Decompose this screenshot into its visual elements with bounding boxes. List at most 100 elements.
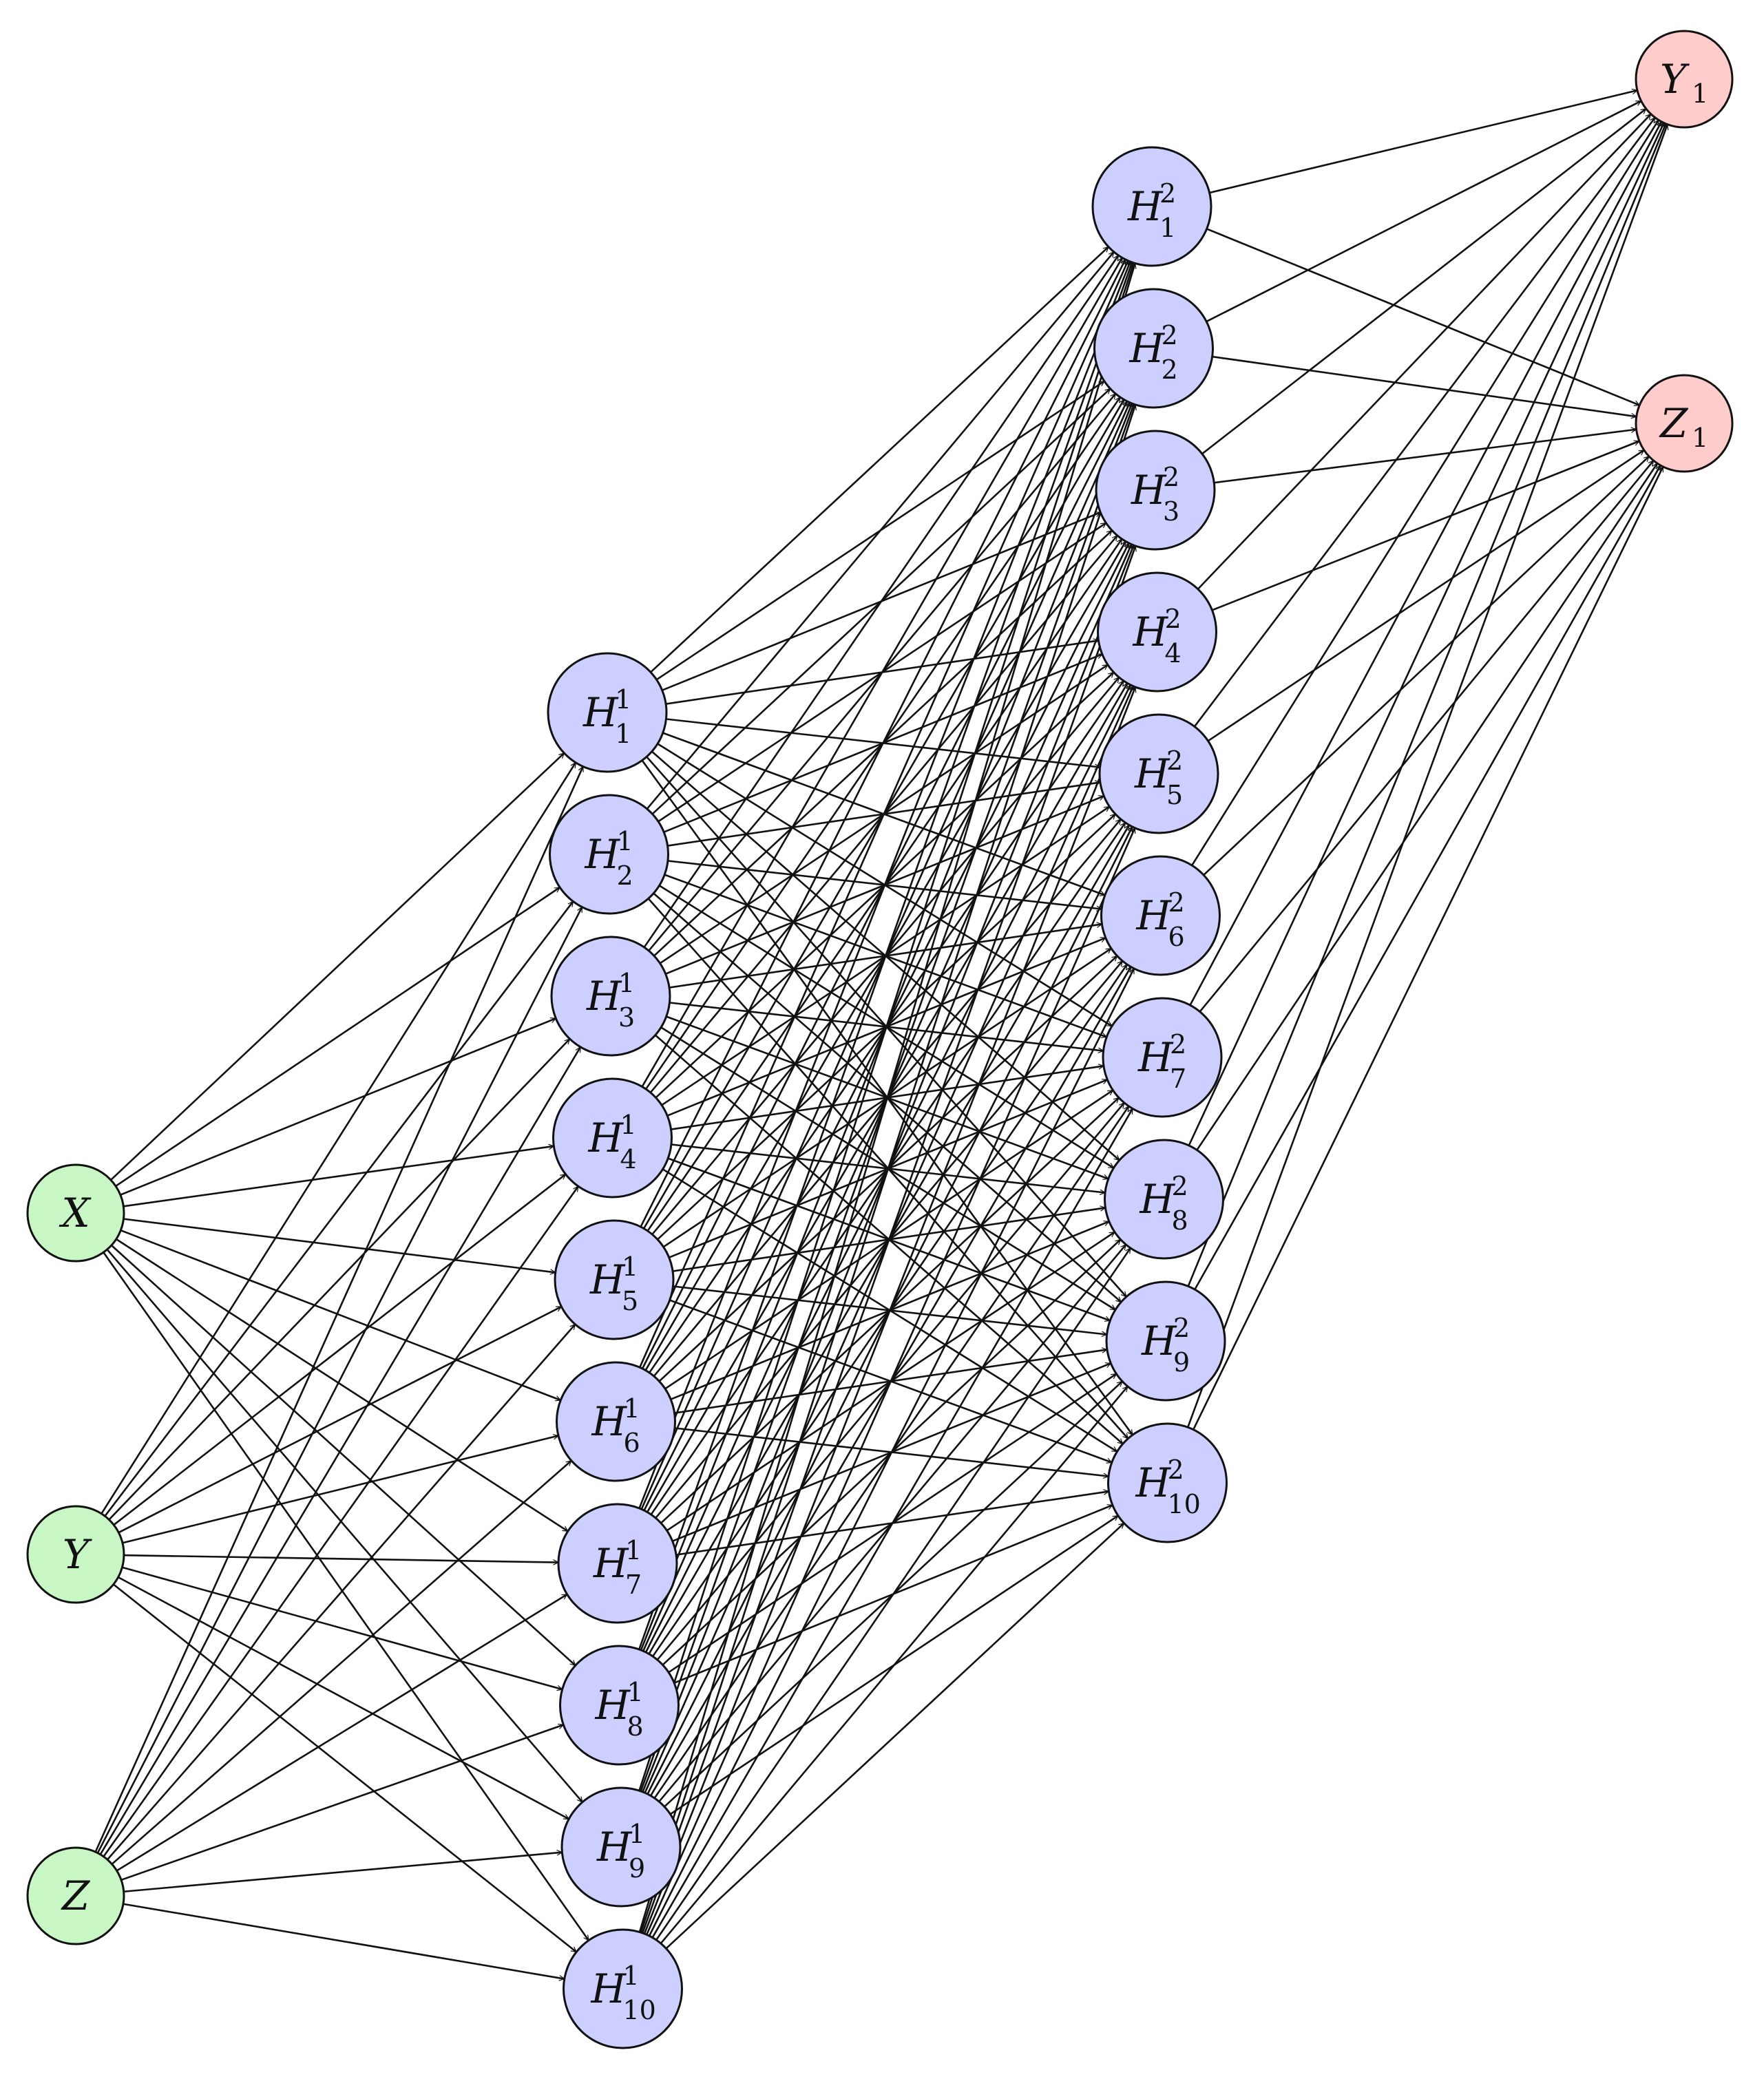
node-H2_3: H23 [1095, 430, 1216, 551]
edge-X-to-H1_4 [123, 1146, 554, 1207]
node-H2_9: H29 [1105, 1280, 1226, 1402]
node-H2_2: H22 [1093, 288, 1214, 409]
edge-X-to-H1_5 [123, 1218, 555, 1273]
edge-H1_10-to-H2_5 [646, 828, 1136, 1935]
node-H2_6: H26 [1100, 855, 1221, 976]
node-superscript: 2 [1173, 1313, 1190, 1343]
edge-X-to-H1_8 [111, 1245, 576, 1667]
node-label: H [588, 1115, 624, 1161]
edge-Y-to-H1_8 [122, 1566, 562, 1689]
node-subscript: 8 [627, 1711, 644, 1742]
node-subscript: 6 [624, 1428, 640, 1458]
node-circle [547, 652, 668, 773]
node-superscript: 2 [1170, 1029, 1186, 1059]
edge-H1_2-to-H2_1 [646, 252, 1115, 810]
node-subscript: 10 [623, 1995, 656, 2025]
edge-H2_3-to-Y1 [1201, 107, 1646, 455]
node-subscript: 9 [629, 1853, 645, 1883]
edge-H1_1-to-H2_1 [650, 246, 1109, 673]
node-subscript: 7 [625, 1570, 642, 1600]
edge-Y-to-H1_4 [113, 1173, 565, 1526]
node-circle [26, 1846, 125, 1945]
node-circle [552, 1077, 673, 1199]
node-label: H [589, 1256, 626, 1303]
node-circle [1097, 571, 1217, 693]
node-H1_7: H1 7 [557, 1503, 678, 1624]
node-superscript: 1 [618, 968, 635, 998]
edge-Y-to-H1_5 [118, 1305, 561, 1534]
node-circle [556, 1361, 676, 1482]
node-superscript: 1 [624, 1393, 640, 1424]
node-circle [1102, 997, 1223, 1118]
edge-H1_10-to-H2_3 [642, 546, 1135, 1934]
node-label: H [1140, 1176, 1176, 1223]
node-superscript: 2 [1168, 887, 1185, 918]
node-circle [1091, 146, 1212, 267]
node-subscript: 1 [615, 719, 631, 749]
node-circle [1100, 855, 1221, 976]
edge-H1_10-to-H2_10 [665, 1522, 1124, 1950]
edge-H2_2-to-Y1 [1206, 100, 1641, 323]
edge-Z-to-H1_7 [116, 1593, 567, 1872]
edge-H1_10-to-H2_4 [643, 687, 1135, 1934]
edge-H2_9-to-Y1 [1187, 124, 1666, 1287]
node-label: H [591, 1965, 627, 2012]
node-superscript: 2 [1162, 320, 1178, 350]
edge-Z-to-H1_8 [120, 1724, 563, 1881]
node-circle [1107, 1422, 1228, 1543]
node-H1_4: H14 [552, 1077, 673, 1199]
edge-H1_10-to-H2_8 [655, 1248, 1131, 1941]
edge-H2_4-to-Y1 [1197, 114, 1652, 590]
node-H1_9: H19 [560, 1786, 682, 1908]
node-label: H [1127, 183, 1164, 230]
node-label: H [585, 831, 621, 878]
node-superscript: 2 [1166, 746, 1183, 776]
node-superscript: 2 [1159, 178, 1176, 209]
edge-H2_10-to-Z1 [1193, 467, 1664, 1431]
node-superscript: 2 [1168, 1455, 1184, 1485]
node-circle [1635, 374, 1734, 473]
node-subscript: 4 [620, 1144, 637, 1174]
node-superscript: 1 [617, 826, 633, 856]
edge-Y-to-H1_3 [108, 1039, 571, 1521]
edge-X-to-H1_9 [106, 1249, 583, 1802]
edge-H2_1-to-Z1 [1206, 228, 1640, 405]
node-H2_5: H25 [1098, 713, 1219, 834]
node-circle [1098, 713, 1219, 834]
node-H1_5: H15 [554, 1219, 675, 1340]
node-label: H [1135, 1459, 1172, 1506]
node-label: Z [1659, 400, 1689, 447]
edge-Y-to-H1_1 [101, 763, 577, 1515]
node-subscript: 4 [1165, 638, 1182, 668]
node-circle [550, 936, 671, 1057]
node-label: H [593, 1540, 629, 1587]
edge-H2_6-to-Z1 [1203, 456, 1649, 876]
node-label: H [1141, 1318, 1177, 1364]
node-H1_2: H12 [549, 794, 669, 915]
edge-Y-to-H1_10 [113, 1583, 576, 1953]
node-H1_1: H11 [547, 652, 668, 773]
node-label: H [1131, 467, 1167, 514]
edge-H2_3-to-Z1 [1214, 430, 1636, 484]
edge-H2_9-to-Z1 [1194, 465, 1661, 1290]
node-label: Y [63, 1531, 92, 1578]
node-label: H [596, 1824, 633, 1870]
node-H2_7: H27 [1102, 997, 1223, 1118]
node-subscript: 3 [618, 1002, 635, 1033]
node-circle [1105, 1280, 1226, 1402]
node-Z: Z [26, 1846, 125, 1945]
node-superscript: 1 [625, 1535, 642, 1565]
node-circle [560, 1786, 682, 1908]
node-label: Z [61, 1872, 91, 1919]
edge-X-to-H1_7 [116, 1238, 568, 1532]
edge-H2_2-to-Z1 [1212, 355, 1637, 416]
edge-H1_5-to-H2_1 [640, 260, 1126, 1227]
edge-X-to-H1_3 [120, 1018, 556, 1196]
node-subscript: 1 [1159, 213, 1176, 243]
edge-Z-to-H1_9 [123, 1853, 563, 1893]
edge-H2_10-to-Y1 [1186, 125, 1668, 1428]
edge-H2_6-to-Y1 [1191, 120, 1659, 866]
